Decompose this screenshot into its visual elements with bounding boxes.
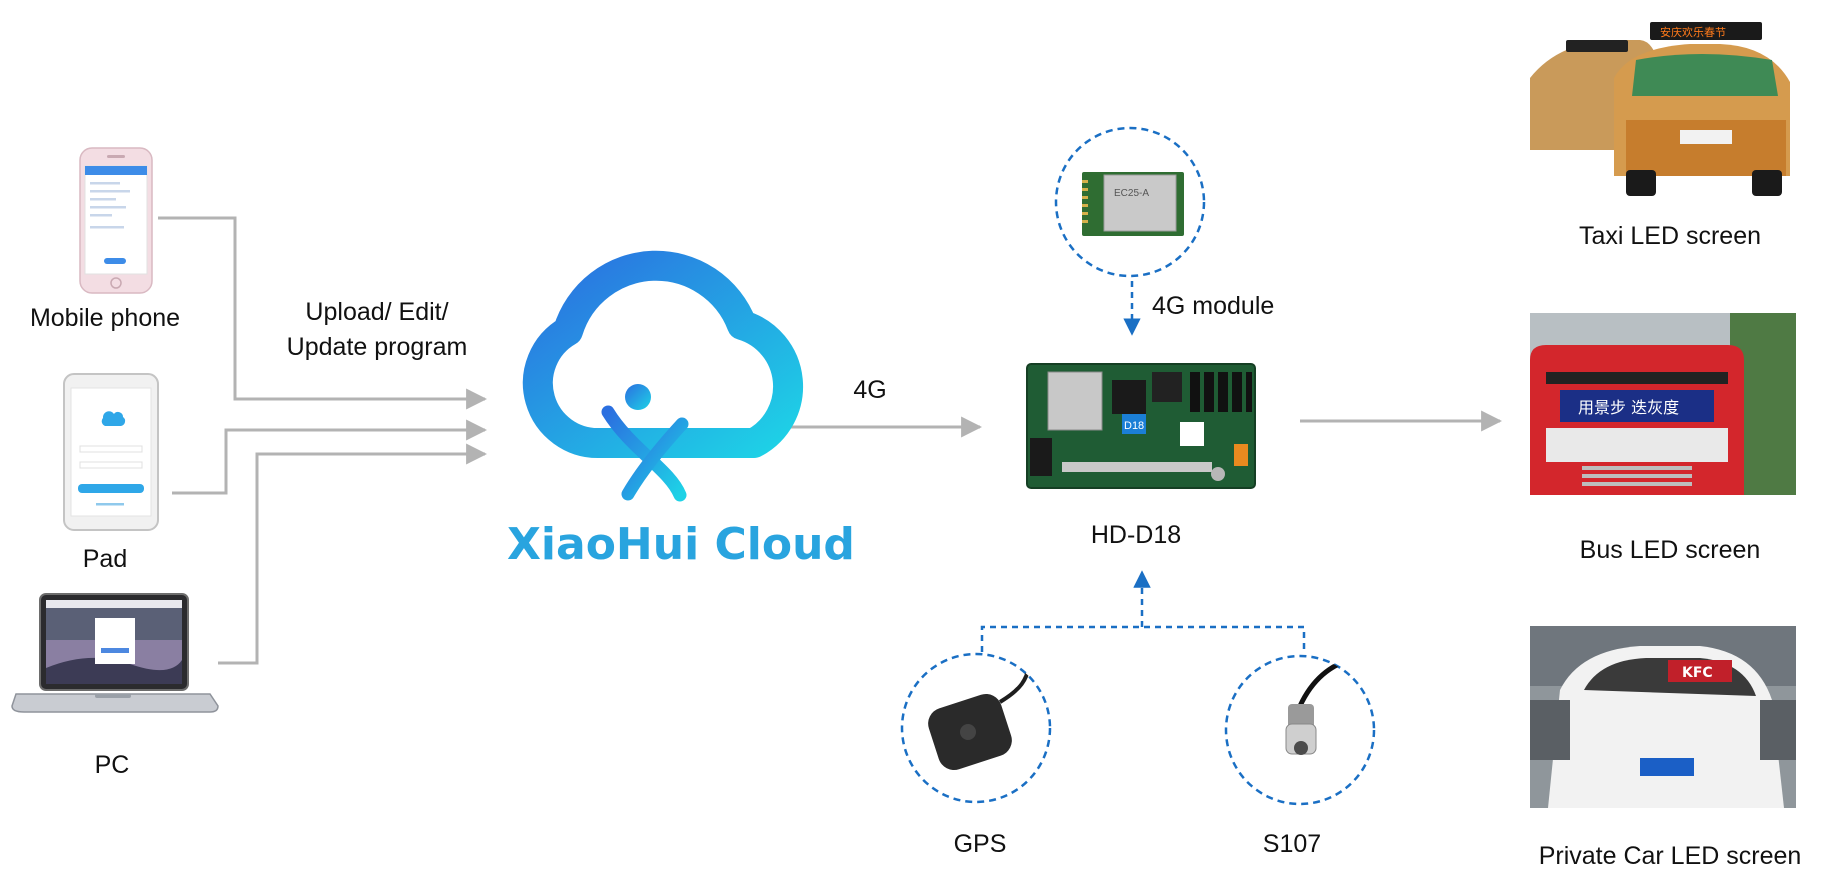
controller-board-icon: D18 xyxy=(1026,363,1256,489)
s107-sensor-icon xyxy=(1224,654,1376,806)
s107-label: S107 xyxy=(1262,830,1322,858)
pc-label: PC xyxy=(94,751,130,779)
bus-led-screen-label: Bus LED screen xyxy=(1579,536,1761,564)
pad-icon xyxy=(63,373,159,531)
link-4g-label: 4G xyxy=(853,376,887,404)
sensor-connectors xyxy=(980,570,1306,652)
cloud-brand-label: XiaoHui Cloud xyxy=(507,519,855,570)
mobile-phone-icon xyxy=(79,147,153,294)
pad-label: Pad xyxy=(82,545,128,573)
taxi-led-screen-image: 安庆欢乐春节 xyxy=(1520,0,1832,200)
private-car-led-screen-label: Private Car LED screen xyxy=(1538,842,1802,870)
upload-label-line2: Update program xyxy=(286,333,468,361)
gps-label: GPS xyxy=(953,830,1007,858)
connector-pad xyxy=(172,419,488,495)
taxi-screen-text: 安庆欢乐春节 xyxy=(1660,25,1726,39)
board-badge-text: D18 xyxy=(1124,420,1144,432)
connector-mobile xyxy=(158,216,488,410)
4g-module-icon: EC25-A xyxy=(1054,126,1206,278)
upload-connectors xyxy=(158,216,1503,665)
private-car-led-screen-image: KFC xyxy=(1530,626,1796,808)
car-screen-text: KFC xyxy=(1682,665,1713,681)
gps-antenna-icon xyxy=(900,652,1052,804)
cloud-icon xyxy=(522,250,803,502)
module-chip-text: EC25-A xyxy=(1114,188,1149,199)
bus-screen-text: 用景步 迭灰度 xyxy=(1578,398,1679,417)
upload-label-line1: Upload/ Edit/ xyxy=(305,298,449,326)
connector-pc xyxy=(218,443,488,665)
mobile-phone-label: Mobile phone xyxy=(29,304,181,332)
controller-label: HD-D18 xyxy=(1090,521,1182,549)
4g-module-label: 4G module xyxy=(1152,292,1275,320)
laptop-icon xyxy=(11,593,219,713)
bus-led-screen-image: 用景步 迭灰度 xyxy=(1530,313,1796,495)
taxi-led-screen-label: Taxi LED screen xyxy=(1578,222,1762,250)
